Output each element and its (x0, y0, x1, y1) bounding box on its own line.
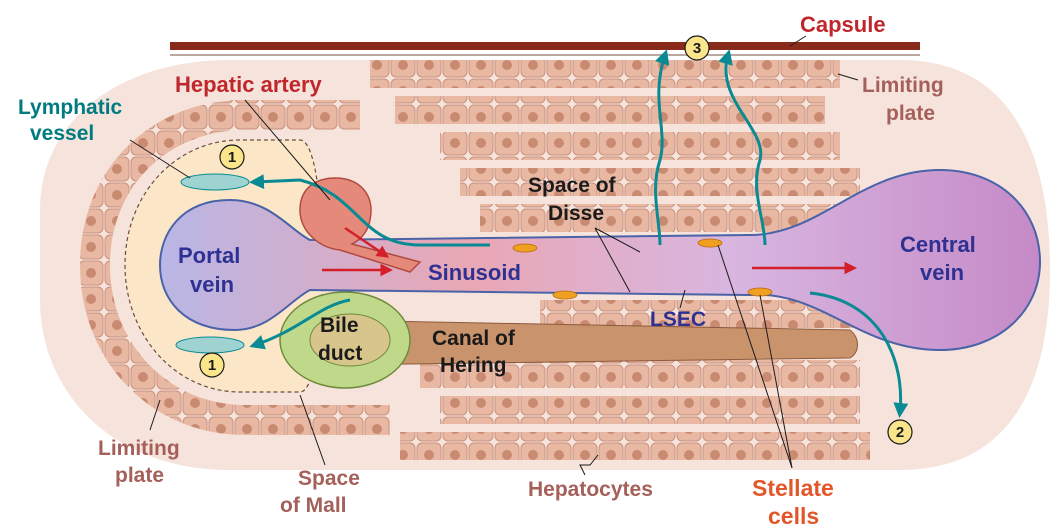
stellate-cell (748, 288, 772, 296)
label-hepatic-artery: Hepatic artery (175, 72, 323, 97)
label-limiting-plate-top-line1: Limiting (862, 74, 944, 97)
label-space-of-mall-line2: of Mall (280, 494, 347, 517)
label-central-vein-line2: vein (920, 260, 964, 285)
label-limiting-plate-bottom-line1: Limiting (98, 437, 180, 460)
svg-text:2: 2 (896, 424, 904, 441)
label-lymphatic-vessel-line2: vessel (30, 122, 94, 145)
hepatocyte-row (370, 60, 840, 88)
label-bile-duct-line2: duct (318, 342, 362, 365)
stellate-cell (513, 244, 537, 252)
label-lymphatic-vessel-line1: Lymphatic (18, 96, 123, 119)
label-stellate-cells-line1: Stellate (752, 475, 834, 501)
svg-text:1: 1 (208, 357, 216, 374)
label-space-of-disse-line2: Disse (548, 202, 604, 225)
label-portal-vein-line1: Portal (178, 243, 240, 268)
label-portal-vein-line2: vein (190, 272, 234, 297)
label-bile-duct-line1: Bile (320, 314, 359, 337)
hepatocyte-row (440, 132, 840, 160)
stellate-cell (553, 291, 577, 299)
label-sinusoid: Sinusoid (428, 260, 521, 285)
badge-1-bottom: 1 (200, 353, 224, 377)
label-hepatocytes: Hepatocytes (528, 478, 653, 501)
badge-3: 3 (685, 36, 709, 60)
label-canal-of-hering-line2: Hering (440, 354, 507, 377)
hepatocyte-row (440, 396, 860, 424)
hepatocyte-row (400, 432, 870, 460)
label-limiting-plate-bottom-line2: plate (115, 464, 164, 487)
hepatocyte-row (395, 96, 825, 124)
label-canal-of-hering-line1: Canal of (432, 327, 516, 350)
svg-text:3: 3 (693, 40, 701, 57)
lymphatic-vessel-top (181, 174, 249, 190)
hepatocyte-row (230, 100, 360, 130)
hepatocyte-row (460, 168, 860, 196)
lymphatic-vessel-bottom (176, 337, 244, 353)
svg-text:1: 1 (228, 149, 236, 166)
label-lsec: LSEC (650, 308, 706, 331)
label-capsule: Capsule (800, 12, 886, 37)
capsule-layer (170, 42, 920, 50)
badge-1-top: 1 (220, 145, 244, 169)
label-central-vein-line1: Central (900, 232, 976, 257)
label-limiting-plate-top-line2: plate (886, 102, 935, 125)
badge-2: 2 (888, 420, 912, 444)
label-stellate-cells-line2: cells (768, 503, 819, 529)
label-space-of-disse-line1: Space of (528, 174, 617, 197)
label-space-of-mall-line1: Space (298, 467, 360, 490)
